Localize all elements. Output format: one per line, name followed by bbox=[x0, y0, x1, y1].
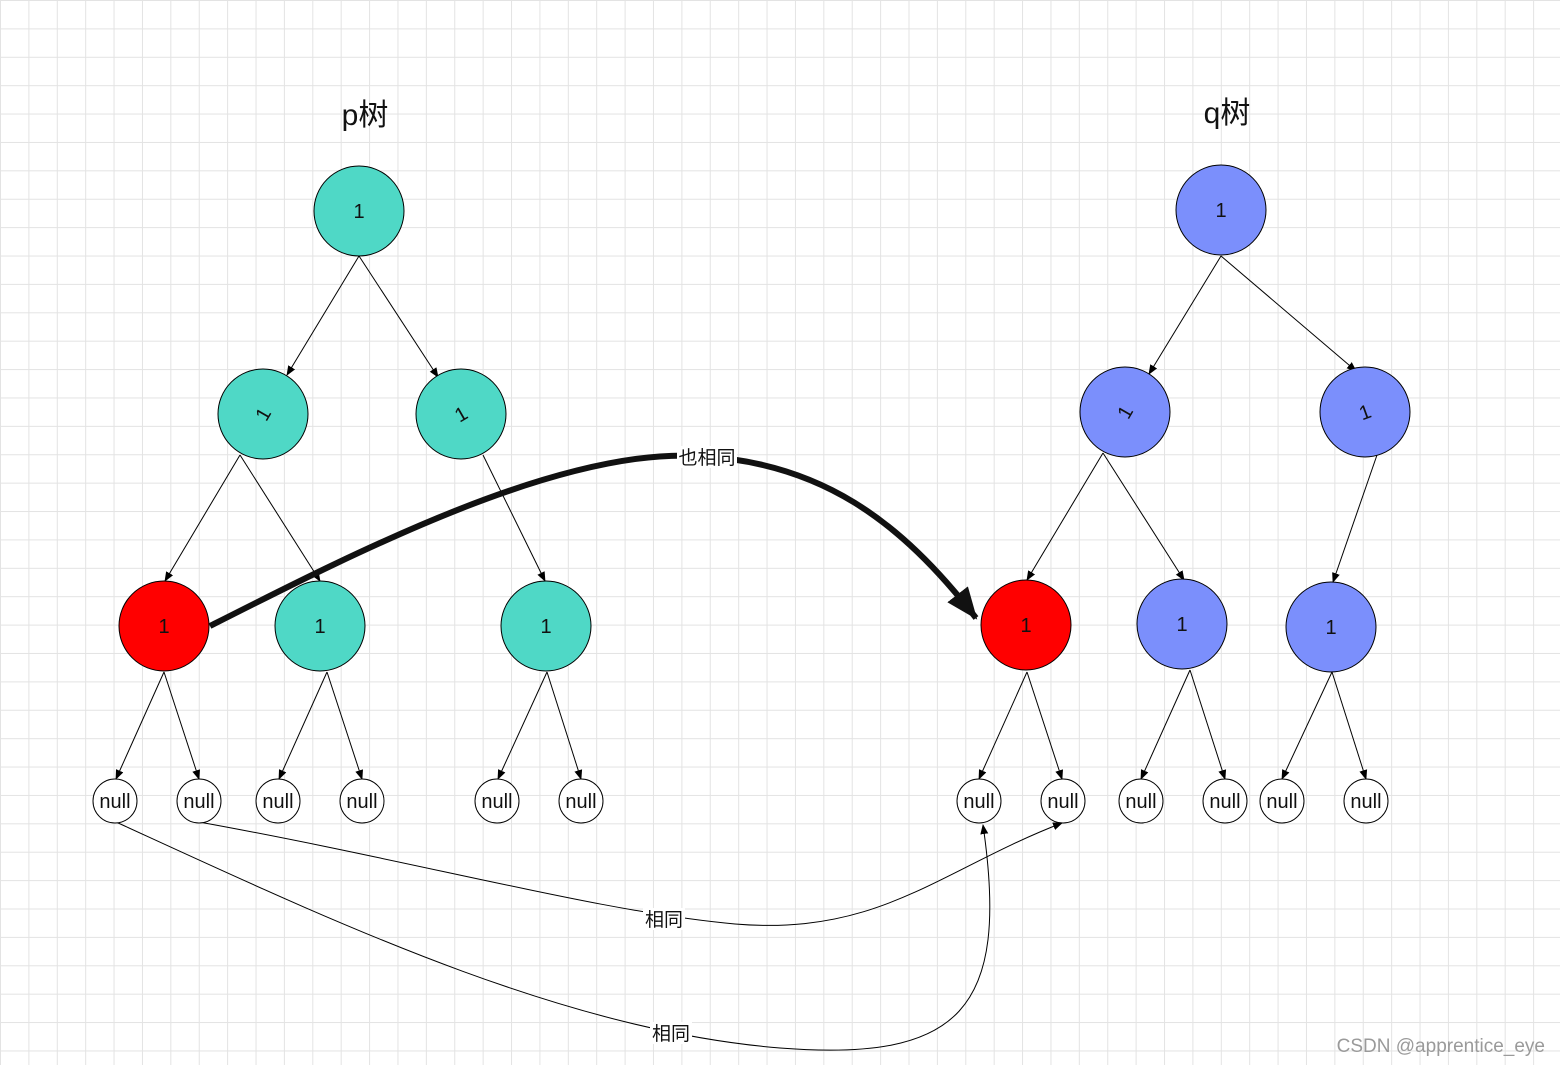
also-same-arrow bbox=[208, 452, 979, 629]
p-edge bbox=[286, 255, 360, 376]
also-same-label-group: 也相同 bbox=[677, 446, 737, 469]
p-edge bbox=[239, 454, 321, 582]
p-tree-title: p树 bbox=[342, 99, 389, 132]
node-value: 1 bbox=[158, 616, 169, 638]
p-level3-node[interactable]: 1 bbox=[274, 580, 366, 672]
null-node[interactable]: null bbox=[558, 778, 604, 824]
q-edge bbox=[1026, 671, 1064, 780]
same-label-2: 相同 bbox=[652, 1023, 690, 1045]
null-node[interactable]: null bbox=[1040, 778, 1086, 824]
null-label: null bbox=[481, 791, 512, 813]
null-label: null bbox=[1209, 791, 1240, 813]
null-label: null bbox=[346, 791, 377, 813]
q-level3-node[interactable]: 1 bbox=[1136, 578, 1228, 670]
p-edge bbox=[358, 255, 439, 378]
null-node[interactable]: null bbox=[176, 778, 222, 824]
null-label: null bbox=[565, 791, 596, 813]
q-level2-node[interactable]: 1 bbox=[1319, 366, 1411, 458]
p-level2-node[interactable]: 1 bbox=[415, 368, 507, 460]
p-edge bbox=[497, 671, 548, 780]
q-level2-node[interactable]: 1 bbox=[1079, 366, 1171, 458]
q-root-node[interactable]: 1 bbox=[1175, 164, 1267, 256]
null-label: null bbox=[1125, 791, 1156, 813]
null-node[interactable]: null bbox=[92, 778, 138, 824]
p-level3-node-highlighted[interactable]: 1 bbox=[118, 580, 210, 672]
same-connector-1 bbox=[198, 821, 1063, 926]
p-root-node[interactable]: 1 bbox=[313, 165, 405, 257]
watermark: CSDN @apprentice_eye bbox=[1337, 1036, 1545, 1057]
null-node[interactable]: null bbox=[1259, 778, 1305, 824]
q-edge bbox=[978, 671, 1028, 780]
same-label-1: 相同 bbox=[645, 909, 683, 931]
null-label: null bbox=[183, 791, 214, 813]
same-label-2-group: 相同 bbox=[650, 1022, 692, 1045]
node-value: 1 bbox=[1176, 614, 1187, 636]
null-node[interactable]: null bbox=[956, 778, 1002, 824]
null-node[interactable]: null bbox=[474, 778, 520, 824]
q-level3-node-highlighted[interactable]: 1 bbox=[980, 579, 1072, 671]
null-label: null bbox=[1047, 791, 1078, 813]
q-tree-title: q树 bbox=[1204, 97, 1251, 130]
null-node[interactable]: null bbox=[255, 778, 301, 824]
node-value: 1 bbox=[314, 616, 325, 638]
null-node[interactable]: null bbox=[1118, 778, 1164, 824]
also-same-label: 也相同 bbox=[678, 447, 735, 469]
p-level3-node[interactable]: 1 bbox=[500, 580, 592, 672]
p-edge bbox=[278, 671, 328, 780]
q-level3-node[interactable]: 1 bbox=[1285, 581, 1377, 673]
q-tree-edges bbox=[978, 255, 1378, 780]
node-value: 1 bbox=[353, 201, 364, 223]
same-connector-2 bbox=[115, 821, 991, 1051]
q-edge bbox=[1332, 454, 1378, 583]
p-edge bbox=[546, 671, 583, 780]
q-edge bbox=[1331, 671, 1368, 780]
null-node[interactable]: null bbox=[1202, 778, 1248, 824]
same-label-1-group: 相同 bbox=[643, 908, 685, 931]
q-edge bbox=[1102, 452, 1185, 581]
q-edge bbox=[1148, 255, 1222, 375]
p-tree-edges bbox=[115, 255, 583, 780]
q-edge bbox=[1220, 255, 1357, 372]
null-node[interactable]: null bbox=[339, 778, 385, 824]
p-edge bbox=[115, 671, 165, 780]
p-edge bbox=[164, 454, 241, 582]
null-label: null bbox=[99, 791, 130, 813]
p-tree: 1 1 1 1 1 1 bbox=[118, 165, 592, 672]
null-label: null bbox=[963, 791, 994, 813]
p-edge bbox=[482, 454, 546, 582]
node-value: 1 bbox=[1215, 200, 1226, 222]
q-edge bbox=[1026, 452, 1104, 581]
p-edge bbox=[326, 671, 364, 780]
null-label: null bbox=[1266, 791, 1297, 813]
q-edge bbox=[1189, 669, 1227, 780]
node-value: 1 bbox=[1325, 617, 1336, 639]
null-label: null bbox=[262, 791, 293, 813]
node-value: 1 bbox=[540, 616, 551, 638]
node-value: 1 bbox=[1020, 615, 1031, 637]
null-node[interactable]: null bbox=[1343, 778, 1389, 824]
q-tree: 1 1 1 1 1 1 bbox=[980, 164, 1411, 673]
null-label: null bbox=[1350, 791, 1381, 813]
q-edge bbox=[1140, 669, 1191, 780]
q-edge bbox=[1281, 671, 1333, 780]
p-level2-node[interactable]: 1 bbox=[217, 368, 309, 460]
p-edge bbox=[163, 671, 201, 780]
null-nodes: null null null null null null null null … bbox=[92, 778, 1389, 824]
